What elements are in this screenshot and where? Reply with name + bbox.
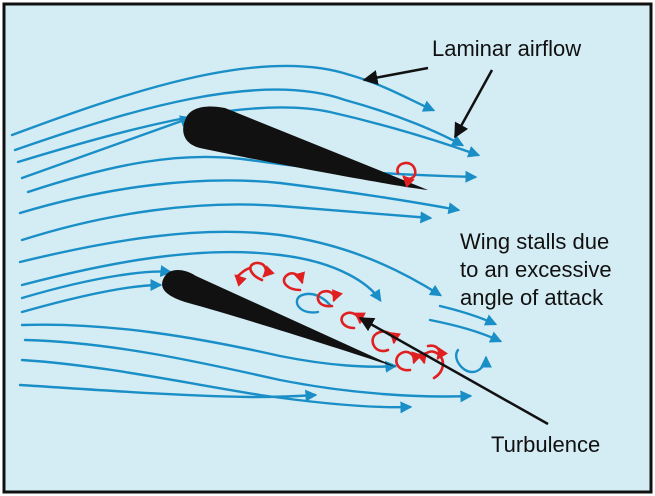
laminar-streamlines [10,64,481,242]
streamline [295,292,332,314]
turbulence-eddy [395,350,423,372]
streamline [23,338,473,403]
streamline [16,106,481,164]
stall-label-line3: angle of attack [460,285,604,310]
turbulence-eddy [340,311,366,330]
streamline [438,304,498,326]
streamline [428,318,503,343]
streamline [10,64,436,137]
stall-streamlines [18,230,503,414]
streamline [18,179,461,215]
turbulence-label: Turbulence [491,432,600,457]
streamline [20,115,193,180]
small-eddy [396,161,417,188]
stall-label-line2: to an excessive [460,257,612,282]
streamline [20,250,382,302]
streamline [20,323,398,373]
streamline [13,88,465,152]
streamline [26,155,478,194]
streamline [20,279,163,314]
laminar-airflow-label: Laminar airflow [432,36,581,61]
stall-label-line1: Wing stalls due [460,229,609,254]
turbulence-eddy [426,344,449,360]
streamline [20,265,173,300]
streamline [20,358,413,414]
streamline [18,230,443,297]
wing-airfoil-normal [183,106,428,190]
laminar-pointer [362,66,429,85]
laminar-pointer [453,69,494,139]
turbulence-eddy [316,289,343,308]
streamline [20,203,433,242]
streamline [18,383,318,402]
turbulence-eddy [234,266,252,287]
turbulence-eddy [282,271,306,292]
turbulence-pointer [358,316,549,426]
streamline [455,348,492,374]
turbulence-eddy [249,261,275,282]
wing-airfoil-stalled [162,270,398,368]
